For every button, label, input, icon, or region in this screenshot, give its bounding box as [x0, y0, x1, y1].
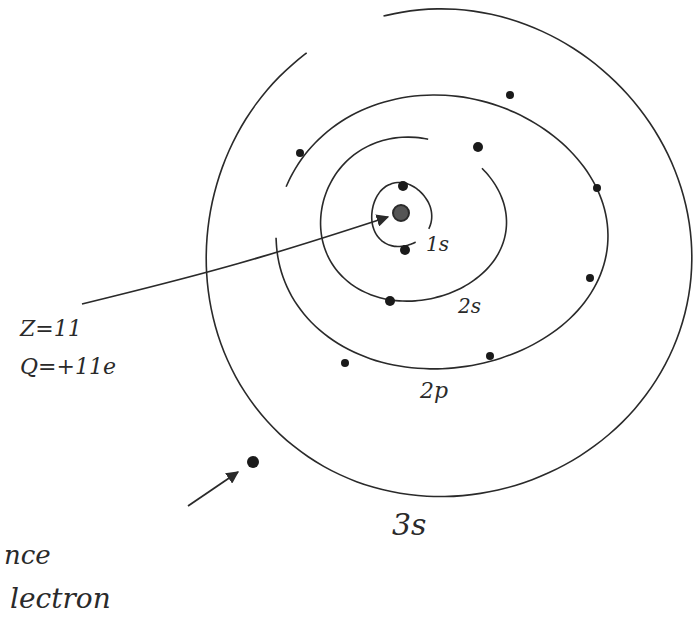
- orbit-1s: [372, 182, 432, 246]
- electron-dot: [486, 352, 494, 360]
- shell-label: 2s: [458, 296, 481, 316]
- nucleus-leader: [82, 217, 388, 304]
- orbit-2s: [321, 137, 507, 301]
- shell-label: 3s: [392, 510, 426, 540]
- electron-dot: [296, 149, 304, 157]
- valence-note: nce: [4, 542, 51, 568]
- electron-dot: [506, 91, 514, 99]
- nucleus: [393, 205, 409, 221]
- electron-dot: [385, 296, 395, 306]
- electron-dot: [473, 142, 483, 152]
- electron-dot: [247, 456, 259, 468]
- electron-dot: [398, 181, 408, 191]
- atomic-number: Z=11: [20, 318, 82, 340]
- shell-label: 2p: [420, 380, 448, 402]
- electron-dot: [586, 274, 594, 282]
- orbit-2p: [276, 95, 608, 369]
- valence-leader: [188, 472, 238, 506]
- nucleus-charge: Q=+11e: [20, 356, 116, 378]
- shell-label: 1s: [426, 234, 449, 254]
- electron-dot: [400, 245, 410, 255]
- electron-dot: [593, 184, 601, 192]
- electron-dot: [341, 359, 349, 367]
- valence-note: lectron: [10, 585, 111, 613]
- orbit-3s: [206, 9, 692, 497]
